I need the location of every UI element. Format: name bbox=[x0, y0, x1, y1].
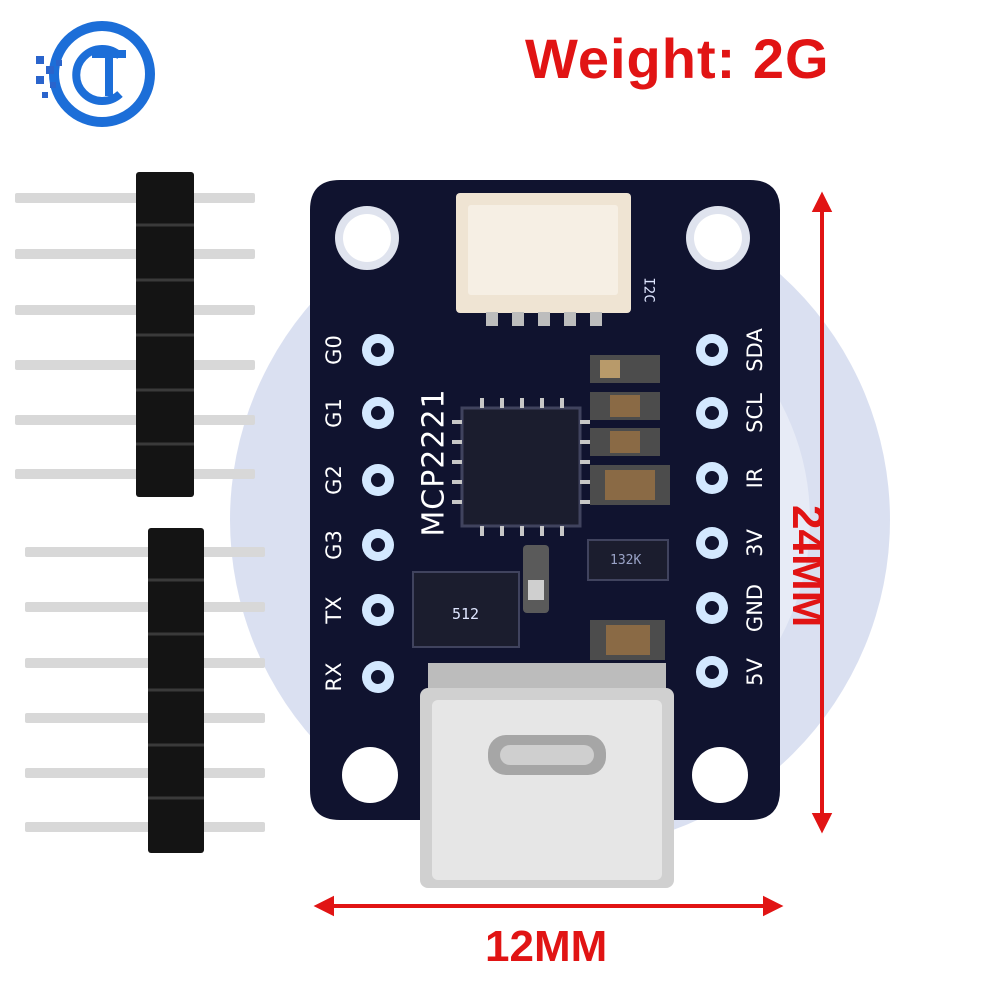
pin-label-g2: G2 bbox=[322, 465, 346, 495]
small-chip-marking: 512 bbox=[452, 605, 480, 623]
dimension-lines bbox=[313, 191, 833, 917]
weight-title: Weight: 2G bbox=[0, 18, 1000, 98]
weight-text: Weight: 2G bbox=[525, 27, 830, 90]
pin-label-gnd: GND bbox=[743, 583, 767, 633]
brand-logo-icon bbox=[36, 21, 155, 127]
pin-label-3v: 3V bbox=[743, 529, 767, 557]
pin-label-ir: IR bbox=[743, 467, 767, 489]
height-dimension-label: 24MM bbox=[783, 505, 832, 628]
pin-label-5v: 5V bbox=[743, 658, 767, 686]
pin-label-scl: SCL bbox=[743, 393, 767, 433]
pin-label-g3: G3 bbox=[322, 530, 346, 560]
chip-name: MCP2221 bbox=[416, 388, 452, 537]
pin-header-6 bbox=[15, 172, 255, 497]
pin-label-rx: RX bbox=[322, 662, 346, 692]
pin-header-6-second bbox=[25, 528, 265, 853]
pin-label-sda: SDA bbox=[743, 328, 767, 372]
pcb-board bbox=[310, 180, 780, 888]
pin-label-g0: G0 bbox=[322, 335, 346, 365]
regulator-marking: 132K bbox=[610, 553, 642, 568]
pin-label-g1: G1 bbox=[322, 398, 346, 428]
i2c-label: I2C bbox=[640, 277, 657, 303]
width-dimension-label: 12MM bbox=[485, 922, 608, 971]
pin-label-tx: TX bbox=[322, 596, 346, 624]
